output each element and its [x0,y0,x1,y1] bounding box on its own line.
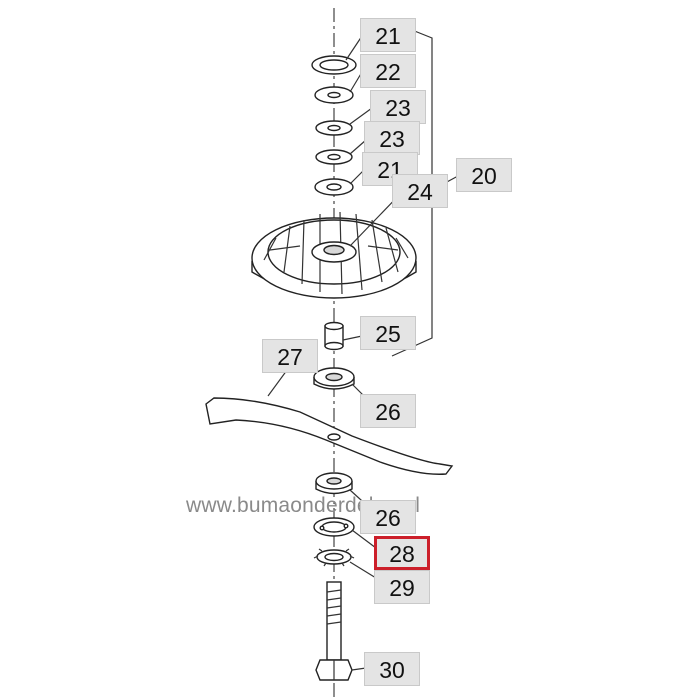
callout-25: 25 [360,316,416,350]
callout-21-top: 21 [360,18,416,52]
callout-21-lower: 21 [362,152,418,186]
part-29-lock-washer [313,548,355,567]
callout-22: 22 [360,54,416,88]
part-30-bolt [315,581,353,681]
callout-26-upper: 26 [360,394,416,428]
part-21-circlip-lower [314,178,354,196]
part-23-washer-lower [315,149,353,165]
callout-20: 20 [456,158,512,192]
part-27-blade [205,397,454,475]
callout-30: 30 [364,652,420,686]
callout-26-lower: 26 [360,500,416,534]
part-28-clamp-washer [313,517,355,537]
callout-27: 27 [262,339,318,373]
part-26-spacer-upper [313,367,355,390]
part-22-washer [314,86,354,104]
callout-28-highlighted: 28 [374,536,430,570]
part-24-fan-pulley [251,211,417,299]
callout-23-upper: 23 [370,90,426,124]
part-26-spacer-lower [315,472,353,495]
part-21-circlip-top [311,55,357,75]
callout-29: 29 [374,570,430,604]
callout-23-lower: 23 [364,121,420,155]
part-23-washer-upper [315,120,353,136]
part-25-bushing [324,321,344,351]
callout-24: 24 [392,174,448,208]
